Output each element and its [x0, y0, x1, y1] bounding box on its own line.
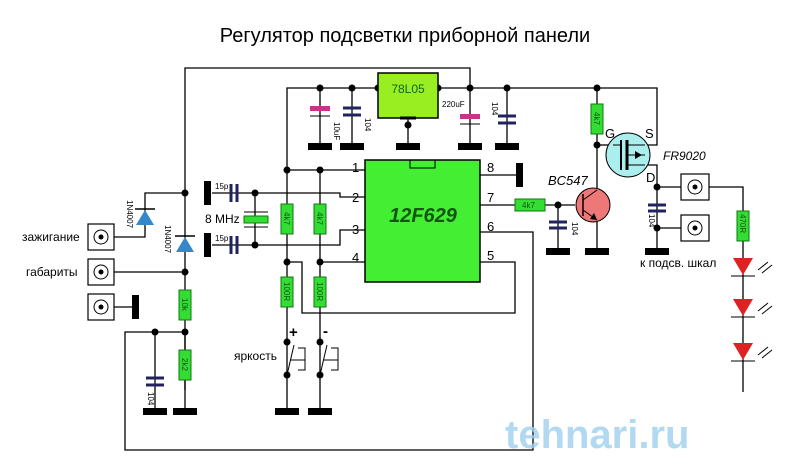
svg-text:4k7: 4k7: [522, 201, 535, 210]
svg-text:D: D: [646, 170, 655, 185]
mosfet: G S D FR9020: [605, 126, 706, 185]
resistors: 4k7 4k7 100R 100R 10k 2k2 4k7 4k7 470R: [178, 103, 750, 381]
svg-text:104: 104: [363, 118, 372, 132]
svg-text:104: 104: [570, 222, 579, 236]
svg-text:5: 5: [487, 248, 494, 263]
svg-text:104: 104: [146, 392, 155, 406]
svg-text:12F629: 12F629: [389, 205, 458, 227]
svg-text:100R: 100R: [282, 282, 291, 301]
svg-text:4k7: 4k7: [592, 112, 601, 125]
svg-text:2: 2: [352, 190, 359, 205]
ground-symbols: [132, 143, 669, 415]
leds: [731, 258, 773, 362]
svg-text:8 MHz: 8 MHz: [205, 212, 240, 226]
brightness-buttons: + - яркость: [234, 323, 339, 376]
svg-text:яркость: яркость: [234, 349, 277, 363]
svg-text:100R: 100R: [315, 282, 324, 301]
crystal: 8 MHz: [205, 211, 269, 228]
svg-text:470R: 470R: [738, 214, 747, 233]
svg-text:S: S: [645, 126, 654, 141]
svg-text:к подсв. шкал: к подсв. шкал: [640, 256, 716, 270]
svg-text:+: +: [289, 324, 298, 341]
diagram-title: Регулятор подсветки приборной панели: [220, 25, 590, 47]
svg-text:2k2: 2k2: [180, 358, 189, 371]
svg-text:6: 6: [487, 219, 494, 234]
svg-text:3: 3: [352, 222, 359, 237]
svg-text:габариты: габариты: [26, 265, 78, 279]
svg-text:1: 1: [352, 160, 359, 175]
svg-text:FR9020: FR9020: [663, 149, 706, 163]
svg-text:15p: 15p: [215, 234, 229, 243]
junctions: [151, 84, 661, 379]
voltage-regulator: 78L05: [377, 72, 439, 120]
svg-text:15p: 15p: [215, 182, 229, 191]
svg-text:10uF: 10uF: [332, 122, 341, 140]
svg-text:78L05: 78L05: [391, 82, 425, 96]
connectors: зажигание габариты к подсв. шкал: [22, 173, 716, 321]
svg-text:8: 8: [487, 160, 494, 175]
transistor-bc547: BC547: [548, 173, 611, 223]
svg-text:1N4007: 1N4007: [163, 225, 172, 254]
svg-text:4k7: 4k7: [315, 212, 324, 225]
svg-text:4: 4: [352, 250, 359, 265]
capacitors: 10uF 104 220uF 104 15p 15p 104 104 104: [146, 100, 666, 406]
svg-text:104: 104: [490, 102, 499, 116]
diodes: 1N4007 1N4007: [125, 200, 195, 254]
svg-text:-: -: [323, 323, 328, 340]
svg-text:BC547: BC547: [548, 173, 589, 188]
svg-text:10k: 10k: [180, 298, 189, 312]
svg-text:G: G: [605, 126, 615, 141]
svg-text:1N4007: 1N4007: [125, 200, 134, 229]
watermark: tehnari.ru: [505, 413, 689, 457]
svg-text:зажигание: зажигание: [22, 230, 80, 244]
svg-text:104: 104: [647, 214, 656, 228]
microcontroller: 12F629 1 2 3 4 8 7 6 5: [352, 159, 494, 283]
svg-text:220uF: 220uF: [442, 100, 465, 109]
svg-text:4k7: 4k7: [282, 212, 291, 225]
svg-text:7: 7: [487, 190, 494, 205]
